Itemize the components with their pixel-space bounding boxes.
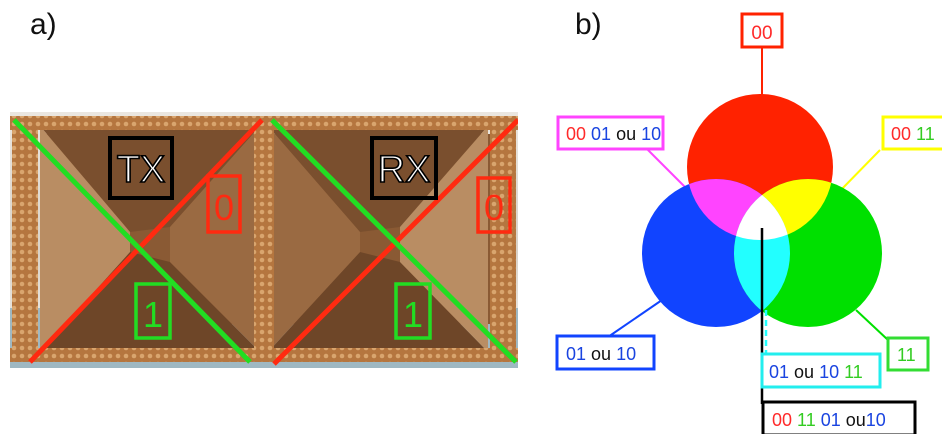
leader-magenta — [644, 146, 691, 193]
frame-right — [490, 116, 516, 362]
yellow-label-part: 00 — [891, 124, 911, 144]
leader-blue — [607, 299, 663, 338]
cyan-label-box — [760, 352, 882, 389]
cyan-label-part: 01 — [769, 362, 789, 382]
blue-label-part: 01 — [566, 344, 586, 364]
frame-left — [12, 116, 38, 362]
tx-green-label-box — [134, 282, 172, 340]
rx-horn-left — [268, 126, 360, 352]
rx-red-label-box — [476, 176, 512, 234]
tx-label-box — [108, 136, 174, 200]
tx-green-label: 1 — [143, 294, 163, 335]
magenta-label: 00 01 ou 10 — [566, 124, 661, 144]
black-label-part: 01 — [816, 410, 841, 430]
yellow-label-part: 11 — [911, 124, 935, 144]
rx-green-label-box — [394, 282, 432, 340]
top-label: 00 — [751, 23, 772, 44]
tx-red-diagonal — [28, 118, 264, 364]
black-label-box — [761, 400, 917, 434]
frame-center — [254, 116, 274, 362]
tx-red-label-box — [206, 174, 242, 234]
black-label-part: 10 — [866, 410, 886, 430]
tx-horn-lower — [40, 252, 260, 352]
blue-label-part: 10 — [611, 344, 636, 364]
rx-horn-right — [400, 126, 488, 352]
magenta-label-part: 00 — [566, 124, 586, 144]
black-label-part: ou — [841, 410, 866, 430]
magenta-label-box — [556, 115, 665, 151]
yellow-label: 00 11 — [891, 124, 935, 144]
top-label-box — [740, 12, 784, 49]
white-center — [734, 179, 790, 240]
green-label-box — [886, 336, 930, 372]
tx-horn-upper — [40, 126, 260, 232]
magenta-label-part: ou — [611, 124, 636, 144]
antenna-photo: TX RX 0 1 0 1 — [10, 112, 518, 368]
black-label: 00 11 01 ou10 — [772, 410, 886, 430]
cyan-label: 01 ou 10 11 — [769, 362, 863, 382]
blue-label: 01 ou 10 — [566, 344, 636, 364]
rx-label: RX — [378, 149, 431, 191]
tx-label: TX — [117, 149, 166, 191]
rx-red-label: 0 — [484, 187, 504, 228]
tx-green-diagonal — [12, 118, 252, 364]
cyan-label-part: 11 — [839, 362, 863, 382]
black-label-part: 00 — [772, 410, 792, 430]
green-label: 11 — [897, 345, 916, 365]
rx-green-label: 1 — [403, 294, 423, 335]
cyan-label-part: ou — [789, 362, 814, 382]
black-label-part: 11 — [792, 410, 816, 430]
tx-horn-left — [40, 126, 130, 352]
green-label-part: 11 — [897, 345, 916, 365]
blue-label-box — [555, 334, 656, 371]
leader-green — [855, 309, 889, 341]
blue-label-part: ou — [586, 344, 611, 364]
panel-a-label: a) — [30, 8, 57, 41]
rx-green-diagonal — [270, 118, 518, 364]
leader-yellow — [835, 149, 881, 196]
cyan-label-part: 10 — [814, 362, 839, 382]
yellow-label-box — [881, 115, 942, 151]
magenta-label-part: 10 — [636, 124, 661, 144]
tx-red-label: 0 — [214, 187, 234, 228]
tx-horn-right — [170, 126, 260, 352]
magenta-label-part: 01 — [586, 124, 611, 144]
rx-horn-upper — [268, 126, 488, 232]
rx-horn-lower — [268, 252, 488, 352]
rx-label-box — [370, 136, 438, 200]
panel-b-label: b) — [575, 8, 602, 41]
